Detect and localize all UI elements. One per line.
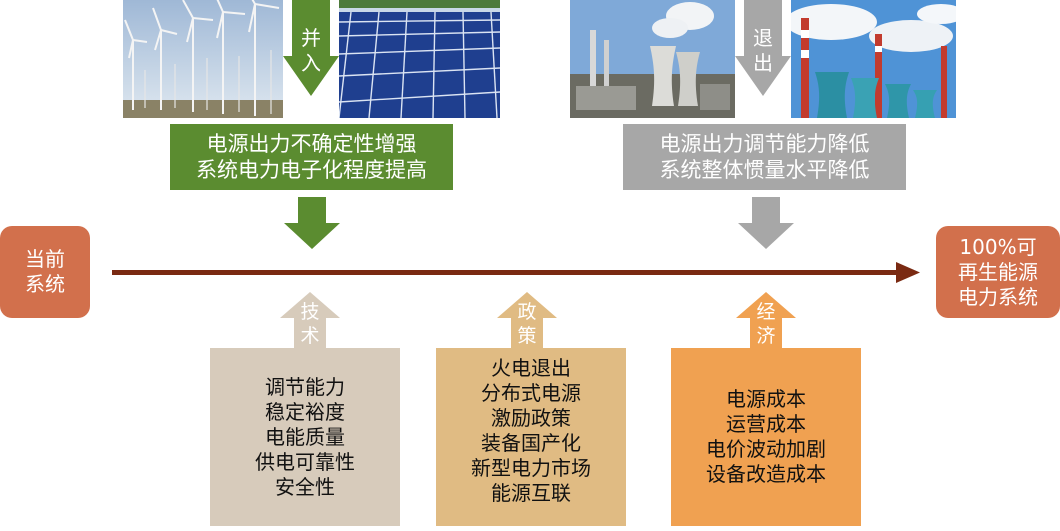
list-item: 调节能力 (265, 374, 345, 399)
timeline-arrow (112, 262, 920, 283)
list-item: 设备改造成本 (706, 462, 826, 486)
econ-box: 电源成本 运营成本 电价波动加剧 设备改造成本 (671, 348, 861, 526)
list-item: 新型电力市场 (471, 456, 591, 480)
down-arrow-icon-left (284, 197, 340, 249)
exit-label: 退 出 (753, 26, 773, 75)
policy-label: 政 策 (517, 301, 537, 347)
down-arrow-icon-right (738, 197, 794, 249)
list-item: 供电可靠性 (255, 449, 355, 474)
policy-box: 火电退出 分布式电源 激励政策 装备国产化 新型电力市场 能源互联 (436, 348, 626, 526)
down-arrow-icon (735, 0, 791, 96)
list-item: 分布式电源 (481, 381, 581, 405)
renewable-system-box: 100%可 再生能源 电力系统 (936, 226, 1060, 318)
list-item: 安全性 (275, 474, 335, 499)
list-item: 装备国产化 (481, 431, 581, 455)
smokestack-photo (791, 0, 956, 118)
up-arrow-icon-tech (280, 292, 340, 350)
up-arrow-icon-policy (497, 292, 557, 350)
cooling-tower-photo (570, 0, 735, 118)
list-item: 火电退出 (491, 356, 571, 380)
list-item: 运营成本 (726, 412, 806, 436)
merge-label: 并 入 (301, 26, 321, 75)
list-item: 电源成本 (726, 387, 806, 411)
down-arrow-icon (283, 0, 339, 96)
list-item: 能源互联 (491, 481, 571, 505)
list-item: 激励政策 (491, 406, 571, 430)
tech-label: 技 术 (300, 301, 320, 347)
right-banner: 电源出力调节能力降低 系统整体惯量水平降低 (623, 124, 906, 190)
tech-box: 调节能力 稳定裕度 电能质量 供电可靠性 安全性 (210, 348, 400, 526)
list-item: 稳定裕度 (265, 399, 345, 424)
current-system-box: 当前 系统 (0, 226, 90, 318)
wind-turbine-photo (123, 0, 283, 118)
up-arrow-icon-econ (736, 292, 796, 350)
list-item: 电价波动加剧 (706, 437, 826, 461)
list-item: 电能质量 (265, 424, 345, 449)
left-banner: 电源出力不确定性增强 系统电力电子化程度提高 (170, 124, 453, 190)
solar-panel-photo (339, 0, 500, 118)
econ-label: 经 济 (756, 301, 776, 347)
